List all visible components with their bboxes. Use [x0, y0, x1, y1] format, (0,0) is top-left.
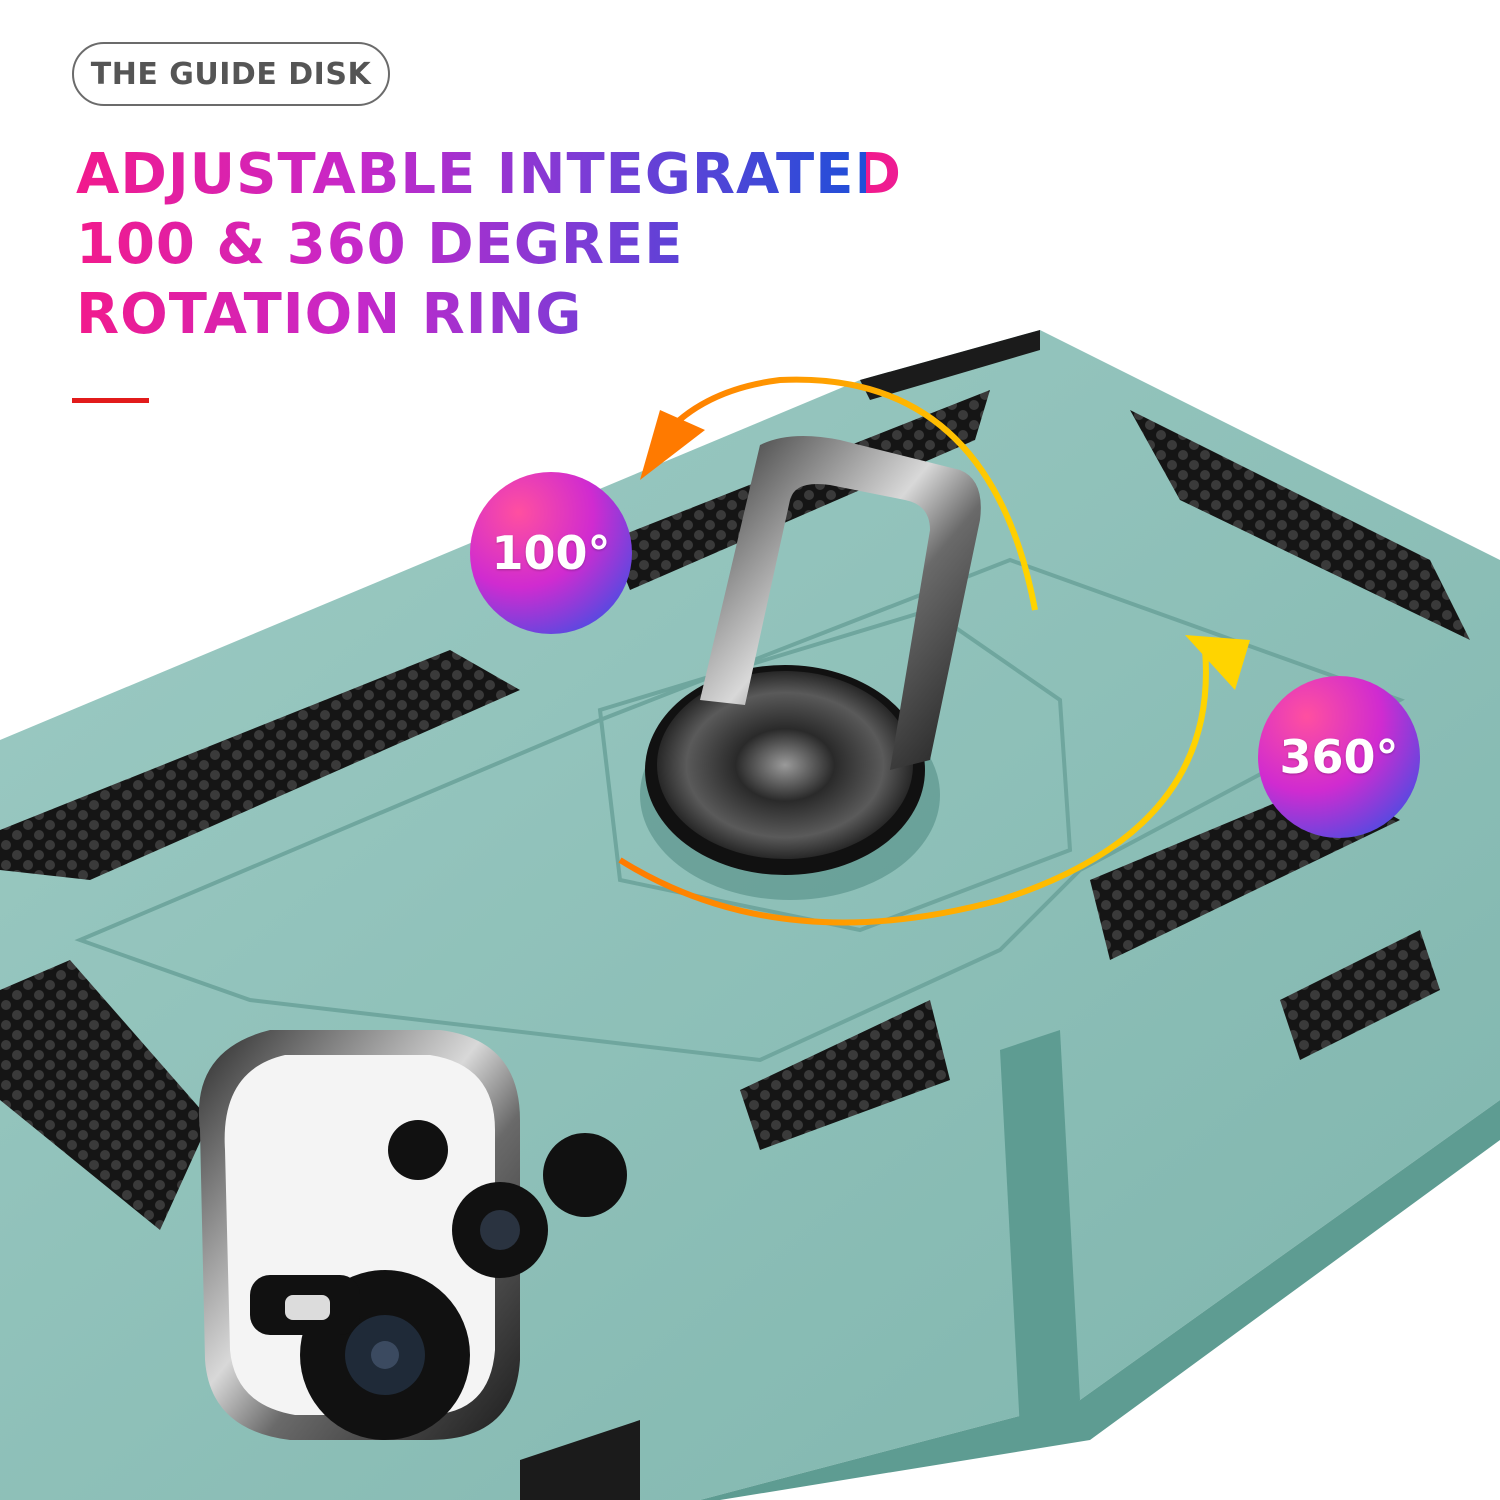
rotation-100-badge: 100°: [470, 472, 632, 634]
rotation-arrows: [618, 376, 1250, 926]
accent-rule: [72, 398, 149, 403]
headline-line-1: ADJUSTABLE INTEGRATED: [76, 140, 902, 210]
ring-holder: [640, 436, 981, 900]
rotation-360-badge: 360°: [1258, 676, 1420, 838]
guide-disk-tag: THE GUIDE DISK: [72, 42, 390, 106]
camera-module: [198, 1030, 627, 1440]
headline: ADJUSTABLE INTEGRATED 100 & 360 DEGREE R…: [76, 140, 902, 350]
headline-line-3: ROTATION RING: [76, 280, 902, 350]
headline-line-2: 100 & 360 DEGREE: [76, 210, 902, 280]
